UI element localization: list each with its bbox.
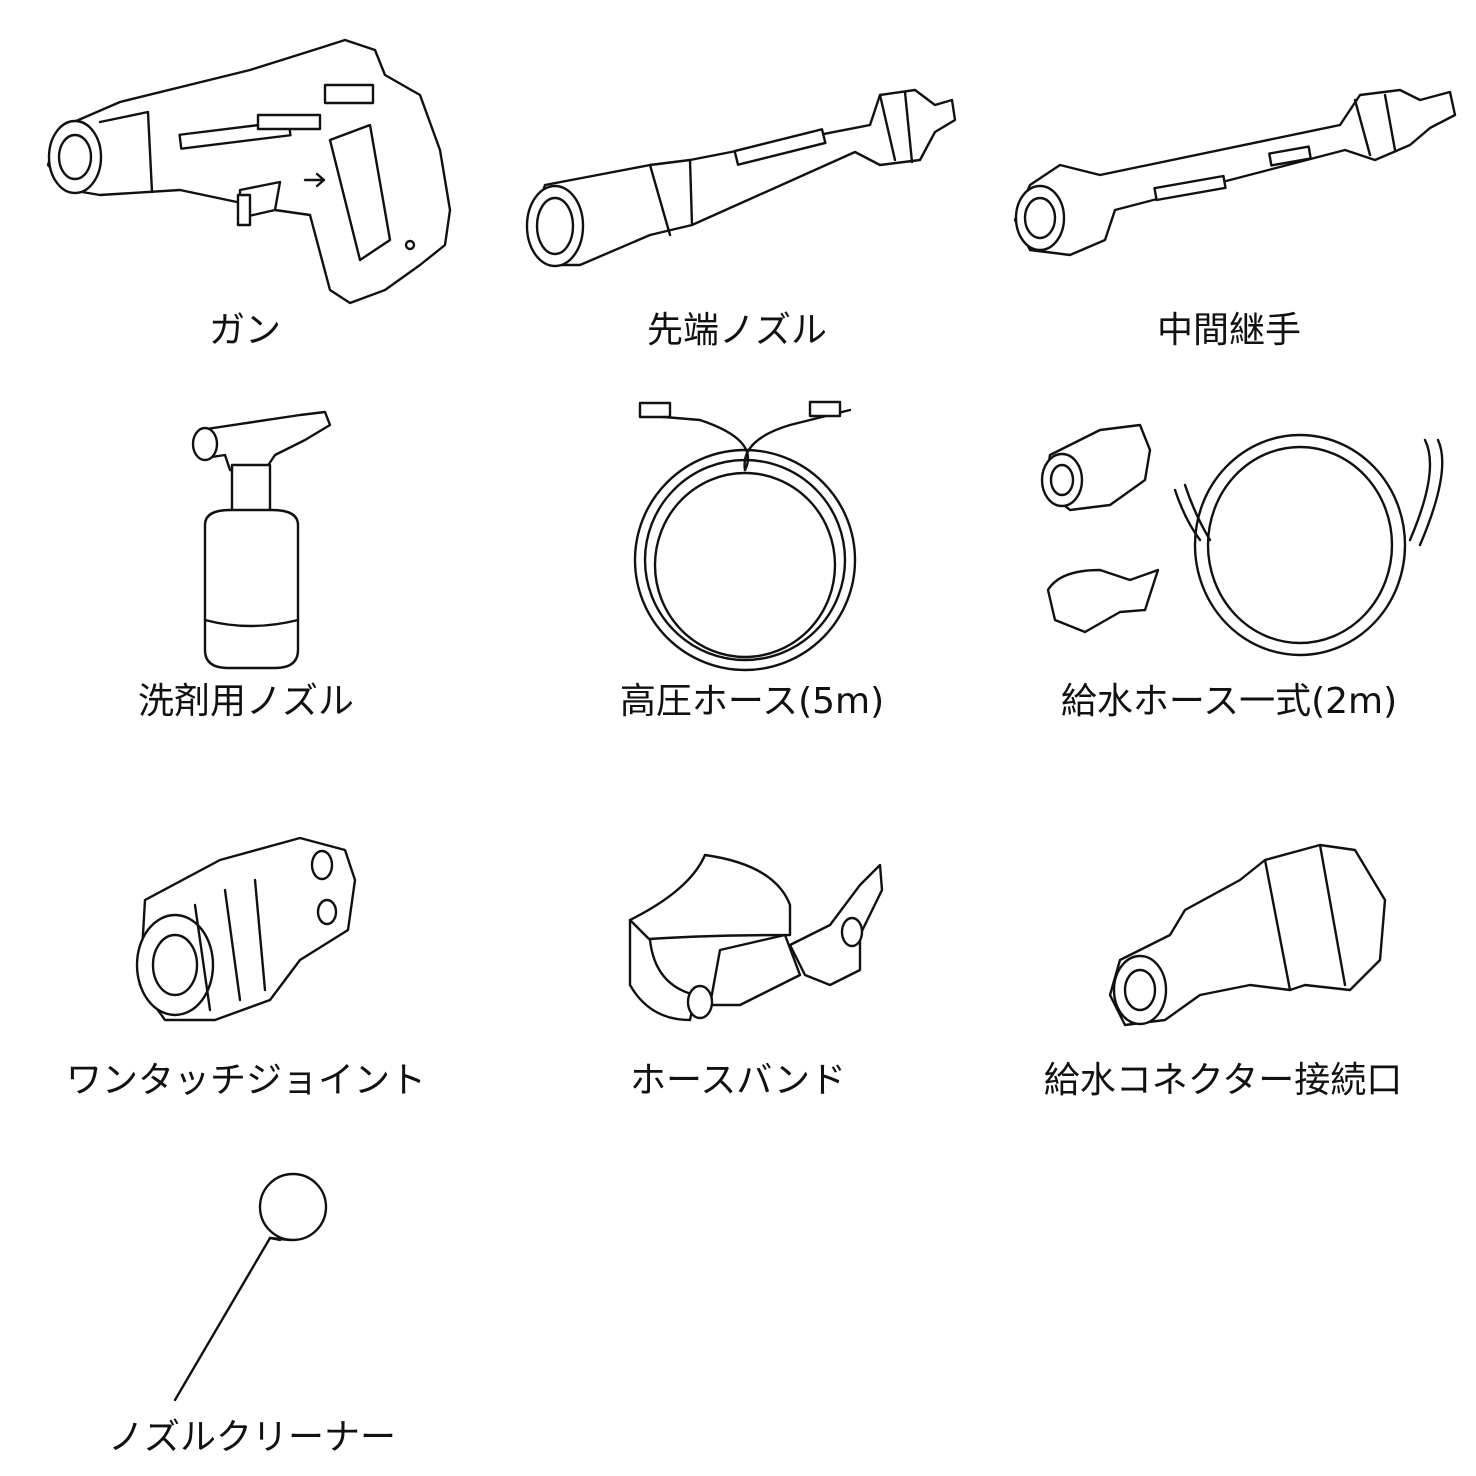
part-label-water-inlet: 給水コネクター接続口 [1043,1060,1403,1101]
part-label-nozzle-cleaner: ノズルクリーナー [107,1417,397,1458]
water-hose-set-icon [1040,423,1444,657]
extension-lance-icon [1013,88,1457,257]
part-label-gun: ガン [208,310,282,351]
coiled-hose-icon [633,400,857,672]
part-label-tip-nozzle: 先端ノズル [646,310,828,351]
detergent-bottle-icon [191,410,332,670]
tip-nozzle-icon [525,88,957,268]
inlet-connector-icon [1108,843,1387,1027]
part-label-extension: 中間継手 [1156,310,1302,351]
part-label-hose-band: ホースバンド [629,1060,847,1101]
part-label-one-touch-joint: ワンタッチジョイント [65,1060,427,1101]
part-label-high-pressure-hose: 高圧ホース(5m) [619,681,885,722]
spray-gun-icon [46,38,452,305]
part-label-water-hose-set: 給水ホース一式(2m) [1060,681,1398,722]
part-label-detergent-nozzle: 洗剤用ノズル [137,681,355,722]
quick-connector-icon [135,836,357,1022]
nozzle-cleaner-icon [173,1172,328,1402]
hose-clamp-icon [628,853,884,1022]
